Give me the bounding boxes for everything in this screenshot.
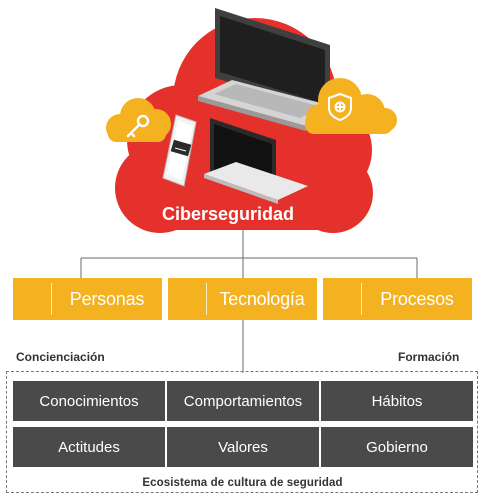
pillar-label: Tecnología (219, 288, 305, 309)
key-icon (126, 114, 150, 138)
tablet-icon (204, 118, 308, 204)
cell-valores: Valores (167, 427, 319, 467)
cell-comportamientos: Comportamientos (167, 381, 319, 421)
cell-conocimientos: Conocimientos (13, 381, 165, 421)
cell-actitudes: Actitudes (13, 427, 165, 467)
shield-cloud (305, 78, 397, 134)
cell-gobierno: Gobierno (321, 427, 473, 467)
label-concienciacion: Concienciación (16, 350, 105, 364)
cell-habitos: Hábitos (321, 381, 473, 421)
laptop-icon (198, 8, 340, 131)
phone-icon (162, 114, 197, 187)
ecosystem-box (6, 371, 478, 493)
key-cloud (106, 98, 171, 142)
ecosystem-title: Ecosistema de cultura de seguridad (142, 477, 343, 489)
pillar-label: Personas (69, 288, 145, 309)
shield-icon (328, 92, 352, 122)
pillar-tecnologia: Tecnología (168, 278, 317, 320)
pillar-label: Procesos (380, 288, 454, 309)
pillar-procesos: Procesos (323, 278, 472, 320)
cloud-title: Ciberseguridad (161, 204, 295, 224)
connector-lines (80, 228, 418, 373)
pillar-personas: Personas (13, 278, 162, 320)
label-formacion: Formación (398, 350, 460, 364)
